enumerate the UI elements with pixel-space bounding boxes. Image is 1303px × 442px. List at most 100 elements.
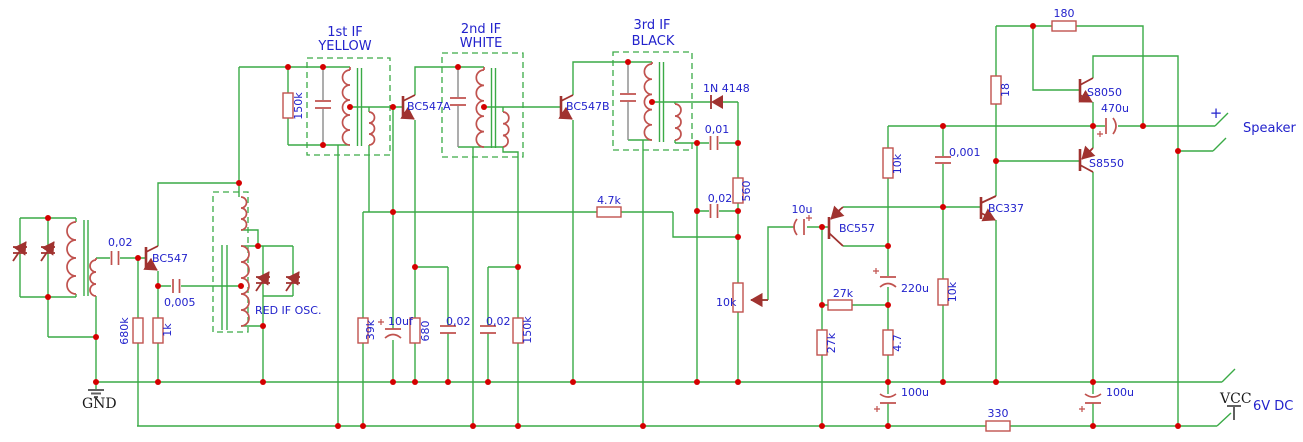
cap-10uf: 10uf [378, 315, 414, 339]
if2-title-line2: WHITE [460, 36, 503, 51]
cap-if1-internal [315, 100, 331, 109]
diode-triangle [711, 95, 723, 109]
resistor-150k-if2: 150k [512, 316, 534, 344]
resistor-680k-label: 680k [118, 317, 131, 345]
wire-rails [95, 368, 1236, 427]
if3-primary-coil [643, 62, 653, 141]
transistor-s8550: S8550 [1078, 145, 1124, 173]
resistor-150k-if2-label: 150k [521, 316, 534, 344]
resistor-39k-label: 39k [364, 319, 377, 340]
wire-if3-detector [572, 61, 739, 426]
cap-0.005-label: 0,005 [164, 296, 196, 309]
vcc-label: VCC [1219, 391, 1252, 407]
cap-100u-1-label: 100u [901, 386, 929, 399]
potentiometer-body [732, 282, 744, 313]
wire-if2 [414, 66, 560, 426]
transistor-bc547: BC547 [143, 245, 188, 271]
osc-can-outline [212, 191, 249, 333]
io-labels: + Speaker 6V DC [1210, 104, 1297, 414]
varcap-tuning-2 [40, 241, 55, 262]
resistor-10k-driver: 10k [937, 278, 959, 306]
junction-dots [45, 23, 1181, 429]
osc-feedback-coil [240, 196, 248, 231]
cap-0.02-detector: 0,02 [708, 192, 733, 218]
if3-can-outline [612, 51, 693, 151]
cap-0.001-label: 0,001 [949, 146, 981, 159]
resistor-180-label: 180 [1054, 7, 1075, 20]
resistor-10k-driver-label: 10k [946, 281, 959, 302]
wire-volume-preamp [751, 206, 980, 426]
oscillator-label: RED IF OSC. [255, 304, 321, 317]
resistor-680k: 680k [118, 317, 144, 345]
resistor-27k-bias-label: 27k [825, 332, 838, 353]
wire-if1 [239, 66, 402, 426]
transformer-cores [83, 62, 665, 330]
if2-primary-coil [475, 67, 485, 148]
speaker-label: Speaker [1243, 121, 1297, 136]
transistor-s8550-label: S8550 [1089, 157, 1124, 170]
resistor-10k-load: 10k [882, 147, 904, 179]
transistor-bc547-label: BC547 [152, 252, 188, 265]
resistor-330: 330 [985, 407, 1011, 432]
resistor-150k-if1-label: 150k [292, 92, 305, 120]
cap-220u-label: 220u [901, 282, 929, 295]
cap-10uf-label: 10uf [388, 315, 414, 328]
cap-0.005: 0,005 [164, 279, 196, 309]
volume-pot-label: 10k [716, 296, 737, 309]
vcc-symbol: VCC [1219, 391, 1252, 420]
if1-title-line1: 1st IF [327, 25, 363, 40]
wire-converter [137, 67, 241, 426]
antenna-primary-coil [66, 221, 77, 295]
if2-secondary-coil [502, 111, 510, 148]
varcap-osc-1 [255, 271, 270, 292]
cap-220u: 220u [873, 268, 929, 295]
cap-0.02-emitter1: 0,02 [440, 315, 471, 334]
resistor-10k-load-label: 10k [891, 153, 904, 174]
varcap-osc-2 [285, 271, 300, 292]
cap-100u-2: 100u [1079, 386, 1134, 412]
wire-agc [362, 107, 738, 426]
if3-title-line1: 3rd IF [633, 18, 670, 33]
capacitors: 0,02 0,005 10uf 0,02 0,02 0,01 0,02 10u … [108, 93, 1134, 412]
cap-if3-internal [620, 93, 636, 102]
antenna-secondary-coil [89, 258, 97, 297]
wire-oscillator [241, 229, 294, 382]
speaker-plus-label: + [1210, 104, 1223, 122]
if-cap-stems [322, 62, 629, 147]
wire-preamp-driver [887, 25, 1144, 426]
cap-0.02-emitter1-label: 0,02 [446, 315, 471, 328]
transistor-bc557: BC557 [827, 205, 875, 247]
cap-0.001: 0,001 [935, 146, 981, 164]
detector-diode: 1N 4148 [703, 82, 750, 109]
if1-title-line2: YELLOW [317, 39, 371, 54]
if3-title-line2: BLACK [632, 34, 675, 49]
cap-100u-1: 100u [874, 386, 929, 412]
variable-capacitors [12, 241, 300, 292]
resistor-150k-if1: 150k [282, 92, 305, 120]
resistor-4.7k-label: 4.7k [597, 194, 621, 207]
transistors: BC547 BC547A BC547B BC557 BC337 S8050 S8… [143, 77, 1124, 271]
cap-10u-coupling: 10u [792, 203, 812, 236]
if2-title-line1: 2nd IF [461, 22, 501, 37]
cap-470u-output: 470u [1097, 102, 1129, 137]
ground-symbol: GND [82, 389, 117, 412]
resistor-18-label: 18 [999, 83, 1012, 97]
resistor-27k-bias: 27k [816, 329, 838, 356]
transistor-bc557-label: BC557 [839, 222, 875, 235]
cap-0.01-detector: 0,01 [705, 123, 729, 150]
cap-0.02-emitter2-label: 0,02 [486, 315, 511, 328]
resistor-4.7k: 4.7k [596, 194, 622, 218]
volume-potentiometer: 10k [716, 282, 768, 313]
resistors: 680k 1k 150k 39k 680 150k 4.7k 560 27k 2… [118, 7, 1077, 432]
if2-can-outline [441, 52, 524, 158]
resistor-4.7-label: 4.7 [891, 334, 904, 352]
transistor-bc547a: BC547A [400, 94, 451, 120]
cap-0.02-antenna-label: 0,02 [108, 236, 133, 249]
resistor-27k-feedback-label: 27k [833, 287, 854, 300]
cap-0.02-detector-label: 0,02 [708, 192, 733, 205]
if1-secondary-coil [368, 111, 376, 146]
if3-secondary-coil [674, 103, 682, 141]
resistor-18: 18 [990, 75, 1012, 105]
